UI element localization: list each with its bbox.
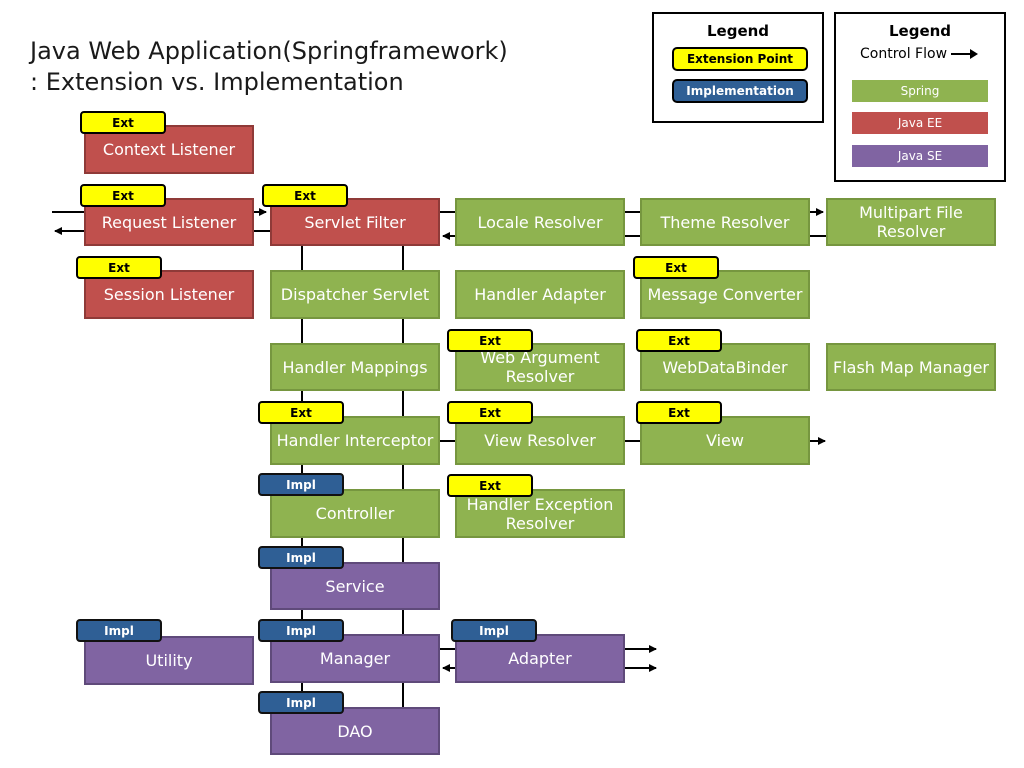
impl-tag-adapter: Impl — [451, 619, 537, 642]
node-view-resolver: View Resolver — [455, 416, 625, 465]
legend-java-se: Java SE — [850, 143, 990, 169]
legend-implementation: Implementation — [672, 79, 808, 103]
node-dao: DAO — [270, 707, 440, 755]
node-locale-resolver: Locale Resolver — [455, 198, 625, 246]
page-title: Java Web Application(Springframework) : … — [30, 36, 508, 98]
legend-colors-heading: Legend — [888, 22, 952, 40]
ext-tag-request-listener: Ext — [80, 184, 166, 207]
legend-control-flow-label: Control Flow — [860, 46, 948, 62]
node-dispatcher-servlet: Dispatcher Servlet — [270, 270, 440, 319]
title-line-1: Java Web Application(Springframework) — [30, 37, 508, 65]
node-handler-adapter: Handler Adapter — [455, 270, 625, 319]
node-flash-map-manager: Flash Map Manager — [826, 343, 996, 391]
node-utility: Utility — [84, 636, 254, 685]
ext-tag-session-listener: Ext — [76, 256, 162, 279]
node-handler-exception-resolver: Handler Exception Resolver — [455, 489, 625, 538]
node-servlet-filter: Servlet Filter — [270, 198, 440, 246]
title-line-2: : Extension vs. Implementation — [30, 68, 404, 96]
impl-tag-controller: Impl — [258, 473, 344, 496]
node-view: View — [640, 416, 810, 465]
node-handler-mappings: Handler Mappings — [270, 343, 440, 391]
impl-tag-utility: Impl — [76, 619, 162, 642]
impl-tag-dao: Impl — [258, 691, 344, 714]
node-handler-interceptor: Handler Interceptor — [270, 416, 440, 465]
legend-extension-point: Extension Point — [672, 47, 808, 71]
legend-java-ee: Java EE — [850, 110, 990, 136]
ext-tag-handler-interceptor: Ext — [258, 401, 344, 424]
impl-tag-service: Impl — [258, 546, 344, 569]
arrow-right-icon — [951, 49, 979, 59]
node-manager: Manager — [270, 634, 440, 683]
ext-tag-servlet-filter: Ext — [262, 184, 348, 207]
node-service: Service — [270, 562, 440, 610]
legend-colors: Legend Control Flow Spring Java EE Java … — [834, 12, 1006, 182]
legend-control-flow: Control Flow — [860, 46, 979, 62]
impl-tag-manager: Impl — [258, 619, 344, 642]
node-controller: Controller — [270, 489, 440, 538]
legend-tags-heading: Legend — [706, 22, 770, 40]
ext-tag-handler-exception-resolver: Ext — [447, 474, 533, 497]
node-adapter: Adapter — [455, 634, 625, 683]
ext-tag-webdatabinder: Ext — [636, 329, 722, 352]
node-message-converter: Message Converter — [640, 270, 810, 319]
ext-tag-message-converter: Ext — [633, 256, 719, 279]
ext-tag-view-resolver: Ext — [447, 401, 533, 424]
ext-tag-view: Ext — [636, 401, 722, 424]
node-multipart-file-resolver: Multipart File Resolver — [826, 198, 996, 246]
legend-spring: Spring — [850, 78, 990, 104]
ext-tag-web-argument-resolver: Ext — [447, 329, 533, 352]
node-theme-resolver: Theme Resolver — [640, 198, 810, 246]
ext-tag-context-listener: Ext — [80, 111, 166, 134]
legend-tags: Legend Extension Point Implementation — [652, 12, 824, 123]
